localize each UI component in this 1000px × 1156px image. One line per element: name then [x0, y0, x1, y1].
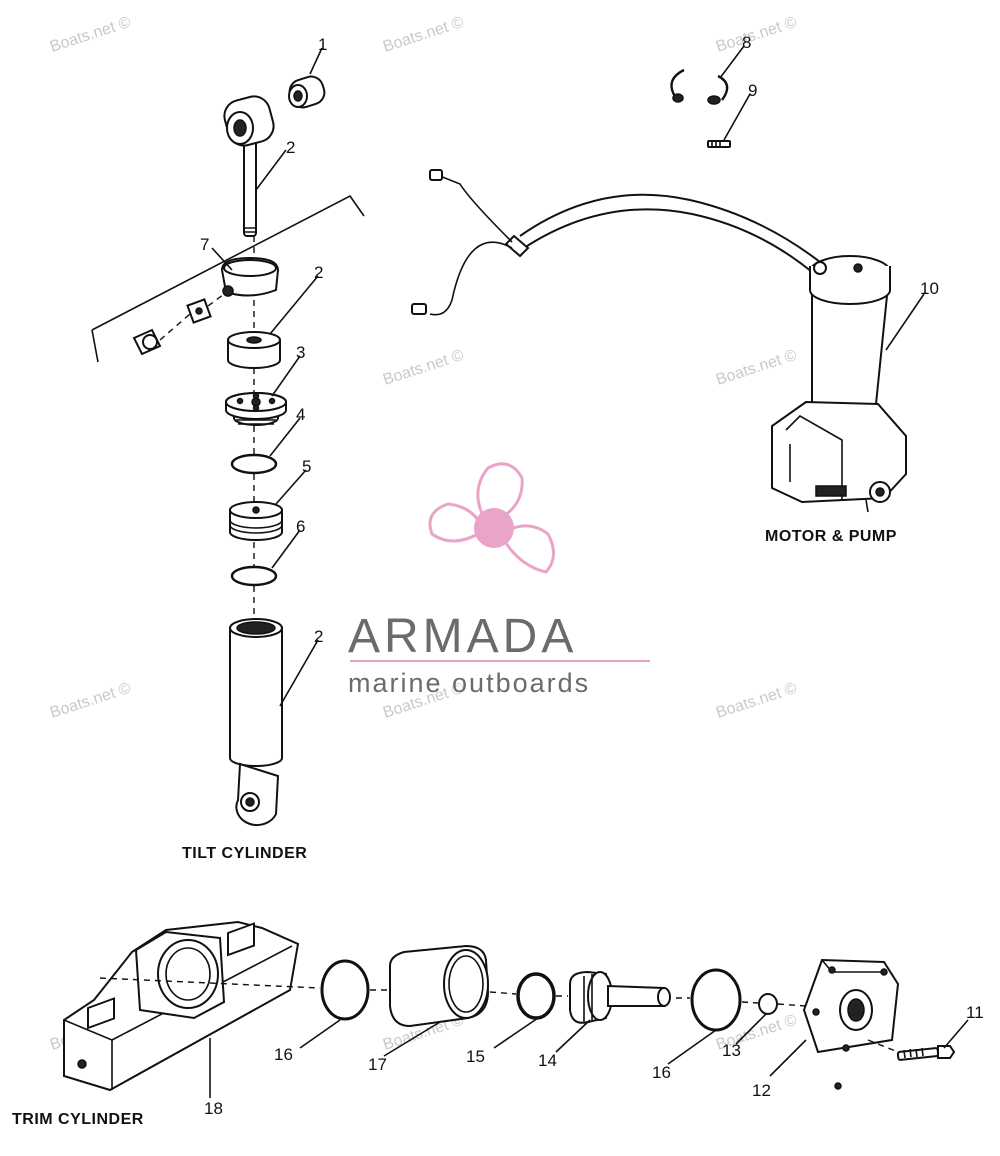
caption-motor-pump: MOTOR & PUMP	[765, 528, 897, 545]
callout-11: 11	[966, 1003, 984, 1022]
callout-numbers: 1 2 7 2 3 4 5 6 2 8 9 10 11 12 13 14 15 …	[200, 33, 984, 1118]
callout-18: 18	[204, 1099, 223, 1118]
part-sleeve	[389, 944, 490, 1028]
part-dot	[834, 1082, 842, 1090]
callout-1: 1	[318, 35, 327, 54]
watermark: Boats.net ©	[714, 347, 799, 389]
tilt-cylinder-assembly	[91, 75, 365, 827]
hose-clips	[670, 68, 731, 148]
part-o-ring	[320, 959, 370, 1021]
motor-pump-assembly	[411, 169, 907, 513]
callout-9: 9	[748, 81, 757, 100]
part-trim-body	[63, 920, 300, 1092]
armada-logo: ARMADA marine outboards	[348, 462, 650, 698]
caption-trim-cylinder: TRIM CYLINDER	[12, 1111, 144, 1128]
callout-13: 13	[722, 1041, 741, 1060]
caption-tilt-cylinder: TILT CYLINDER	[182, 845, 307, 862]
callout-8: 8	[742, 33, 751, 52]
part-small-ring	[758, 993, 778, 1015]
callout-2: 2	[286, 138, 295, 157]
logo-divider	[350, 660, 650, 662]
callout-10: 10	[920, 279, 939, 298]
part-piston	[229, 501, 283, 541]
callout-2: 2	[314, 263, 323, 282]
propeller-icon	[428, 462, 555, 574]
watermarks: Boats.net © Boats.net © Boats.net © Boat…	[48, 14, 799, 1054]
callout-6: 6	[296, 517, 305, 536]
part-bolt	[896, 1045, 956, 1061]
watermark: Boats.net ©	[714, 680, 799, 722]
part-cap	[225, 392, 287, 426]
leader-lines	[209, 45, 969, 1098]
callout-12: 12	[752, 1081, 771, 1100]
part-spacer	[227, 331, 281, 369]
part-piston-rod	[569, 970, 671, 1024]
part-clamp	[91, 194, 365, 363]
part-end-cap	[802, 958, 900, 1054]
callout-14: 14	[538, 1051, 557, 1070]
part-o-ring	[230, 453, 278, 475]
trim-cylinder-assembly	[63, 920, 956, 1092]
callout-2: 2	[314, 627, 323, 646]
watermark: Boats.net ©	[714, 14, 799, 56]
trim-axis	[99, 977, 899, 1053]
part-bushing	[288, 75, 326, 109]
callout-16: 16	[652, 1063, 671, 1082]
callout-3: 3	[296, 343, 305, 362]
callout-5: 5	[302, 457, 311, 476]
part-cylinder-body	[229, 618, 283, 827]
part-o-ring	[230, 565, 278, 587]
part-o-ring	[516, 972, 556, 1020]
part-o-ring	[690, 968, 742, 1032]
callout-17: 17	[368, 1055, 387, 1074]
logo-tagline: marine outboards	[348, 668, 590, 698]
logo-wordmark: ARMADA	[348, 610, 577, 663]
callout-4: 4	[296, 405, 305, 424]
callout-7: 7	[200, 235, 209, 254]
callout-16: 16	[274, 1045, 293, 1064]
watermark: Boats.net ©	[381, 14, 466, 56]
watermark: Boats.net ©	[48, 680, 133, 722]
captions: TILT CYLINDER MOTOR & PUMP TRIM CYLINDER	[12, 528, 897, 1128]
callout-15: 15	[466, 1047, 485, 1066]
part-pin	[223, 95, 275, 237]
watermark: Boats.net ©	[48, 14, 133, 56]
watermark: Boats.net ©	[381, 347, 466, 389]
